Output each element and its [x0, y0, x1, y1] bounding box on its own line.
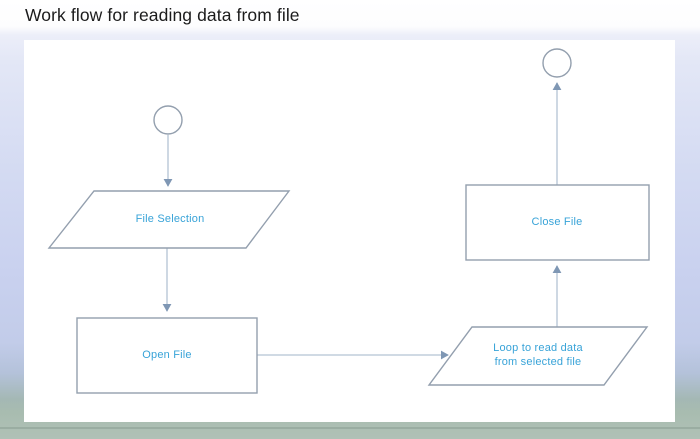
node-label-open-file: Open File [142, 349, 192, 361]
node-label-loop-read: Loop to read data from selected file [493, 342, 583, 368]
node-label-file-selection: File Selection [135, 213, 205, 225]
close-file-rectangle [465, 184, 650, 261]
file-selection-parallelogram [47, 190, 291, 249]
title-bar: Work flow for reading data from file [0, 0, 700, 30]
open-file-rectangle [76, 317, 258, 394]
flowchart-canvas: File Selection Open File Loop to read da… [24, 40, 675, 422]
loop-read-parallelogram [427, 326, 649, 386]
node-label-close-file: Close File [531, 216, 583, 228]
end-terminator-circle [542, 48, 572, 78]
page-title: Work flow for reading data from file [25, 5, 300, 25]
bottom-shade-divider [0, 427, 700, 429]
start-terminator-circle [153, 105, 183, 135]
flowchart-graphic [47, 48, 650, 394]
